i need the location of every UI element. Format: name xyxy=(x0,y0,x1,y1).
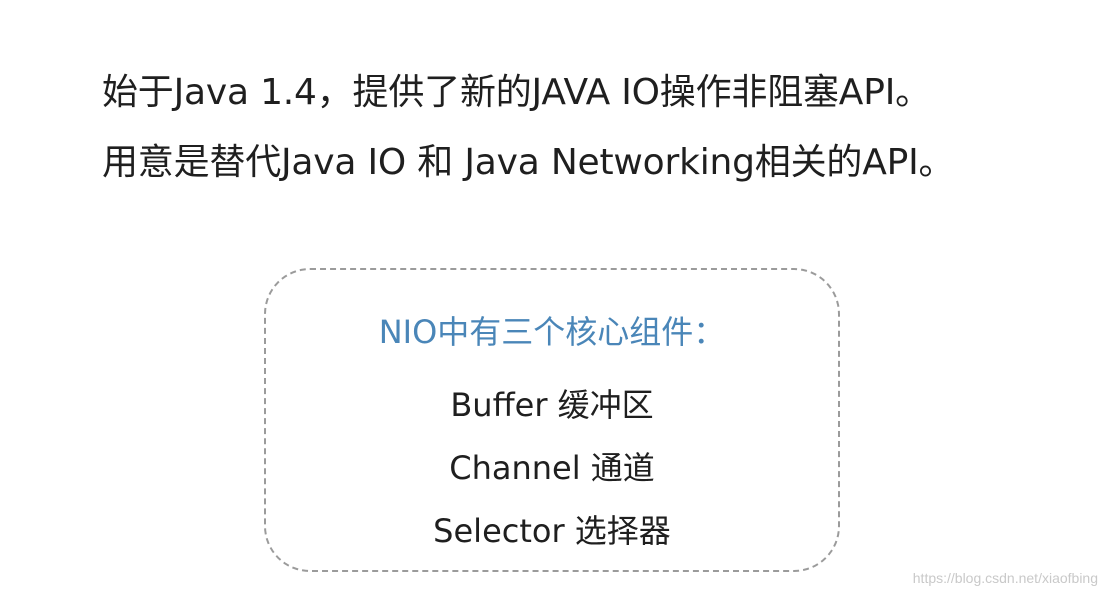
component-item-buffer: Buffer 缓冲区 xyxy=(450,386,654,424)
component-list: Buffer 缓冲区 Channel 通道 Selector 选择器 xyxy=(266,374,838,563)
intro-paragraph: 始于Java 1.4，提供了新的JAVA IO操作非阻塞API。 用意是替代Ja… xyxy=(102,58,1082,198)
component-item-selector: Selector 选择器 xyxy=(433,512,671,550)
watermark-text: https://blog.csdn.net/xiaofbing xyxy=(912,570,1098,586)
nio-components-box: NIO中有三个核心组件： Buffer 缓冲区 Channel 通道 Selec… xyxy=(264,268,840,572)
components-box-title: NIO中有三个核心组件： xyxy=(378,313,726,351)
intro-line-1: 始于Java 1.4，提供了新的JAVA IO操作非阻塞API。 xyxy=(102,72,931,113)
component-item-channel: Channel 通道 xyxy=(449,449,655,487)
intro-line-2: 用意是替代Java IO 和 Java Networking相关的API。 xyxy=(102,142,955,183)
